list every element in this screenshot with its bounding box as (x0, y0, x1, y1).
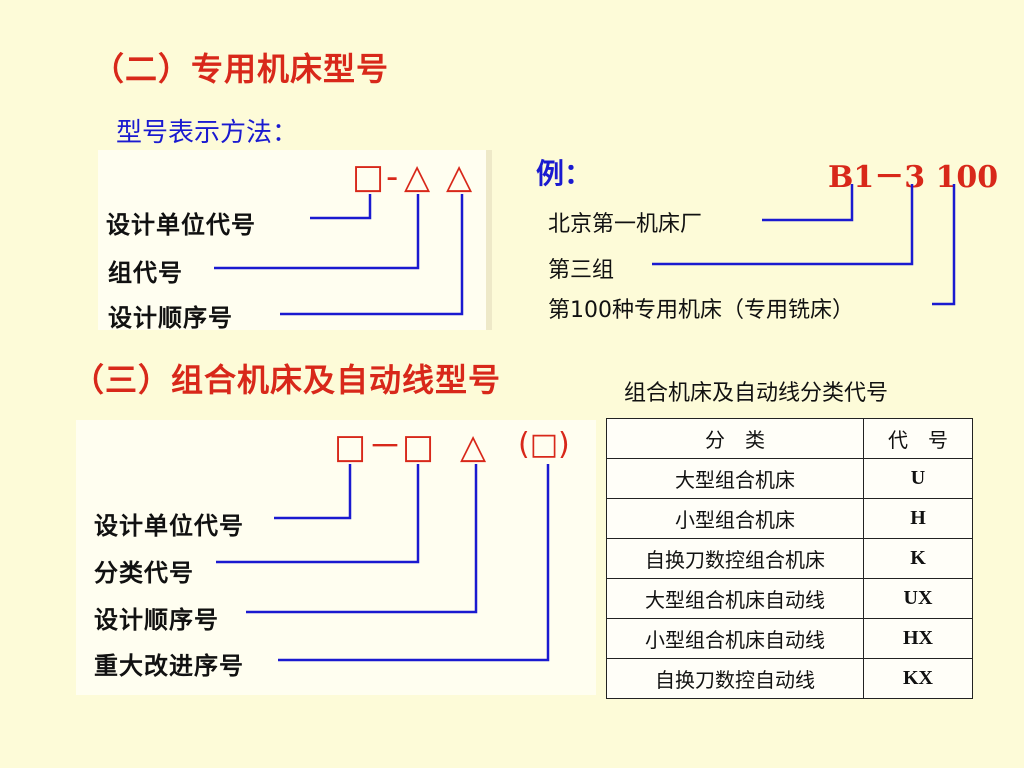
connector-s3-category (216, 464, 420, 564)
label-design-unit: 设计单位代号 (106, 211, 256, 239)
group-triangle: △ (404, 157, 431, 197)
table-row: 自换刀数控自动线 KX (606, 658, 973, 699)
table-cell-code: KX (863, 658, 973, 699)
example-prefix: 例： (536, 157, 593, 190)
example-line-machine: 第100种专用机床（专用铣床） (548, 298, 854, 323)
connector-s3-design-unit (274, 464, 352, 520)
s3-label-design-sequence: 设计顺序号 (94, 606, 219, 634)
table-cell-code: U (863, 458, 973, 499)
table-header-row: 分 类 代 号 (606, 418, 973, 459)
table-cell-name: 小型组合机床 (606, 498, 864, 539)
example-code-group: 3 (904, 160, 926, 195)
connector-s3-improvement (278, 464, 550, 662)
table-cell-name: 自换刀数控组合机床 (606, 538, 864, 579)
dash-symbol: - (386, 157, 399, 197)
s3-label-category: 分类代号 (94, 559, 194, 587)
connector-s3-design-sequence (246, 464, 478, 614)
example-code-seq: 100 (935, 160, 999, 195)
table-cell-code: UX (863, 578, 973, 619)
section2-panel (98, 150, 488, 330)
example-code: B1－3 100 (828, 152, 998, 196)
connector-group-code (214, 194, 420, 270)
s3-unit-code-box: □ (334, 427, 367, 467)
s3-dash-symbol: － (368, 427, 402, 467)
table-cell-code: H (863, 498, 973, 539)
table-header-code: 代 号 (863, 418, 973, 459)
s3-sequence-triangle: △ (460, 427, 487, 467)
label-design-sequence: 设计顺序号 (108, 304, 233, 332)
connector-design-sequence (280, 194, 464, 316)
connector-design-unit (310, 194, 372, 220)
table-row: 小型组合机床自动线 HX (606, 618, 973, 659)
s3-label-design-unit: 设计单位代号 (94, 512, 244, 540)
table-cell-code: K (863, 538, 973, 579)
table-caption: 组合机床及自动线分类代号 (624, 381, 889, 406)
table-cell-code: HX (863, 618, 973, 659)
s3-label-major-improvement: 重大改进序号 (94, 652, 244, 680)
connector-example-factory (762, 184, 854, 222)
table-cell-name: 小型组合机床自动线 (606, 618, 864, 659)
classification-table: 分 类 代 号 大型组合机床 U 小型组合机床 H 自换刀数控组合机床 K 大型… (606, 418, 973, 699)
example-line-factory: 北京第一机床厂 (548, 212, 703, 237)
unit-code-box: □ (352, 157, 385, 197)
label-group-code: 组代号 (108, 259, 183, 287)
connector-example-seq (932, 184, 956, 306)
table-row: 大型组合机床 U (606, 458, 973, 499)
table-header-category: 分 类 (606, 418, 864, 459)
table-row: 大型组合机床自动线 UX (606, 578, 973, 619)
table-row: 自换刀数控组合机床 K (606, 538, 973, 579)
sequence-triangle: △ (446, 157, 473, 197)
section3-title: （三）组合机床及自动线型号 (72, 361, 502, 399)
panel-divider (486, 150, 492, 330)
table-cell-name: 大型组合机床 (606, 458, 864, 499)
section2-title: （二）专用机床型号 (92, 50, 390, 88)
example-line-group: 第三组 (548, 258, 615, 283)
connector-example-group (652, 184, 914, 266)
section3-panel (76, 420, 596, 695)
method-label: 型号表示方法： (116, 118, 299, 148)
s3-category-box: □ (402, 427, 435, 467)
table-cell-name: 自换刀数控自动线 (606, 658, 864, 699)
example-code-dash: － (874, 160, 905, 195)
table-row: 小型组合机床 H (606, 498, 973, 539)
table-cell-name: 大型组合机床自动线 (606, 578, 864, 619)
s3-improvement-box: (□) (518, 427, 570, 462)
